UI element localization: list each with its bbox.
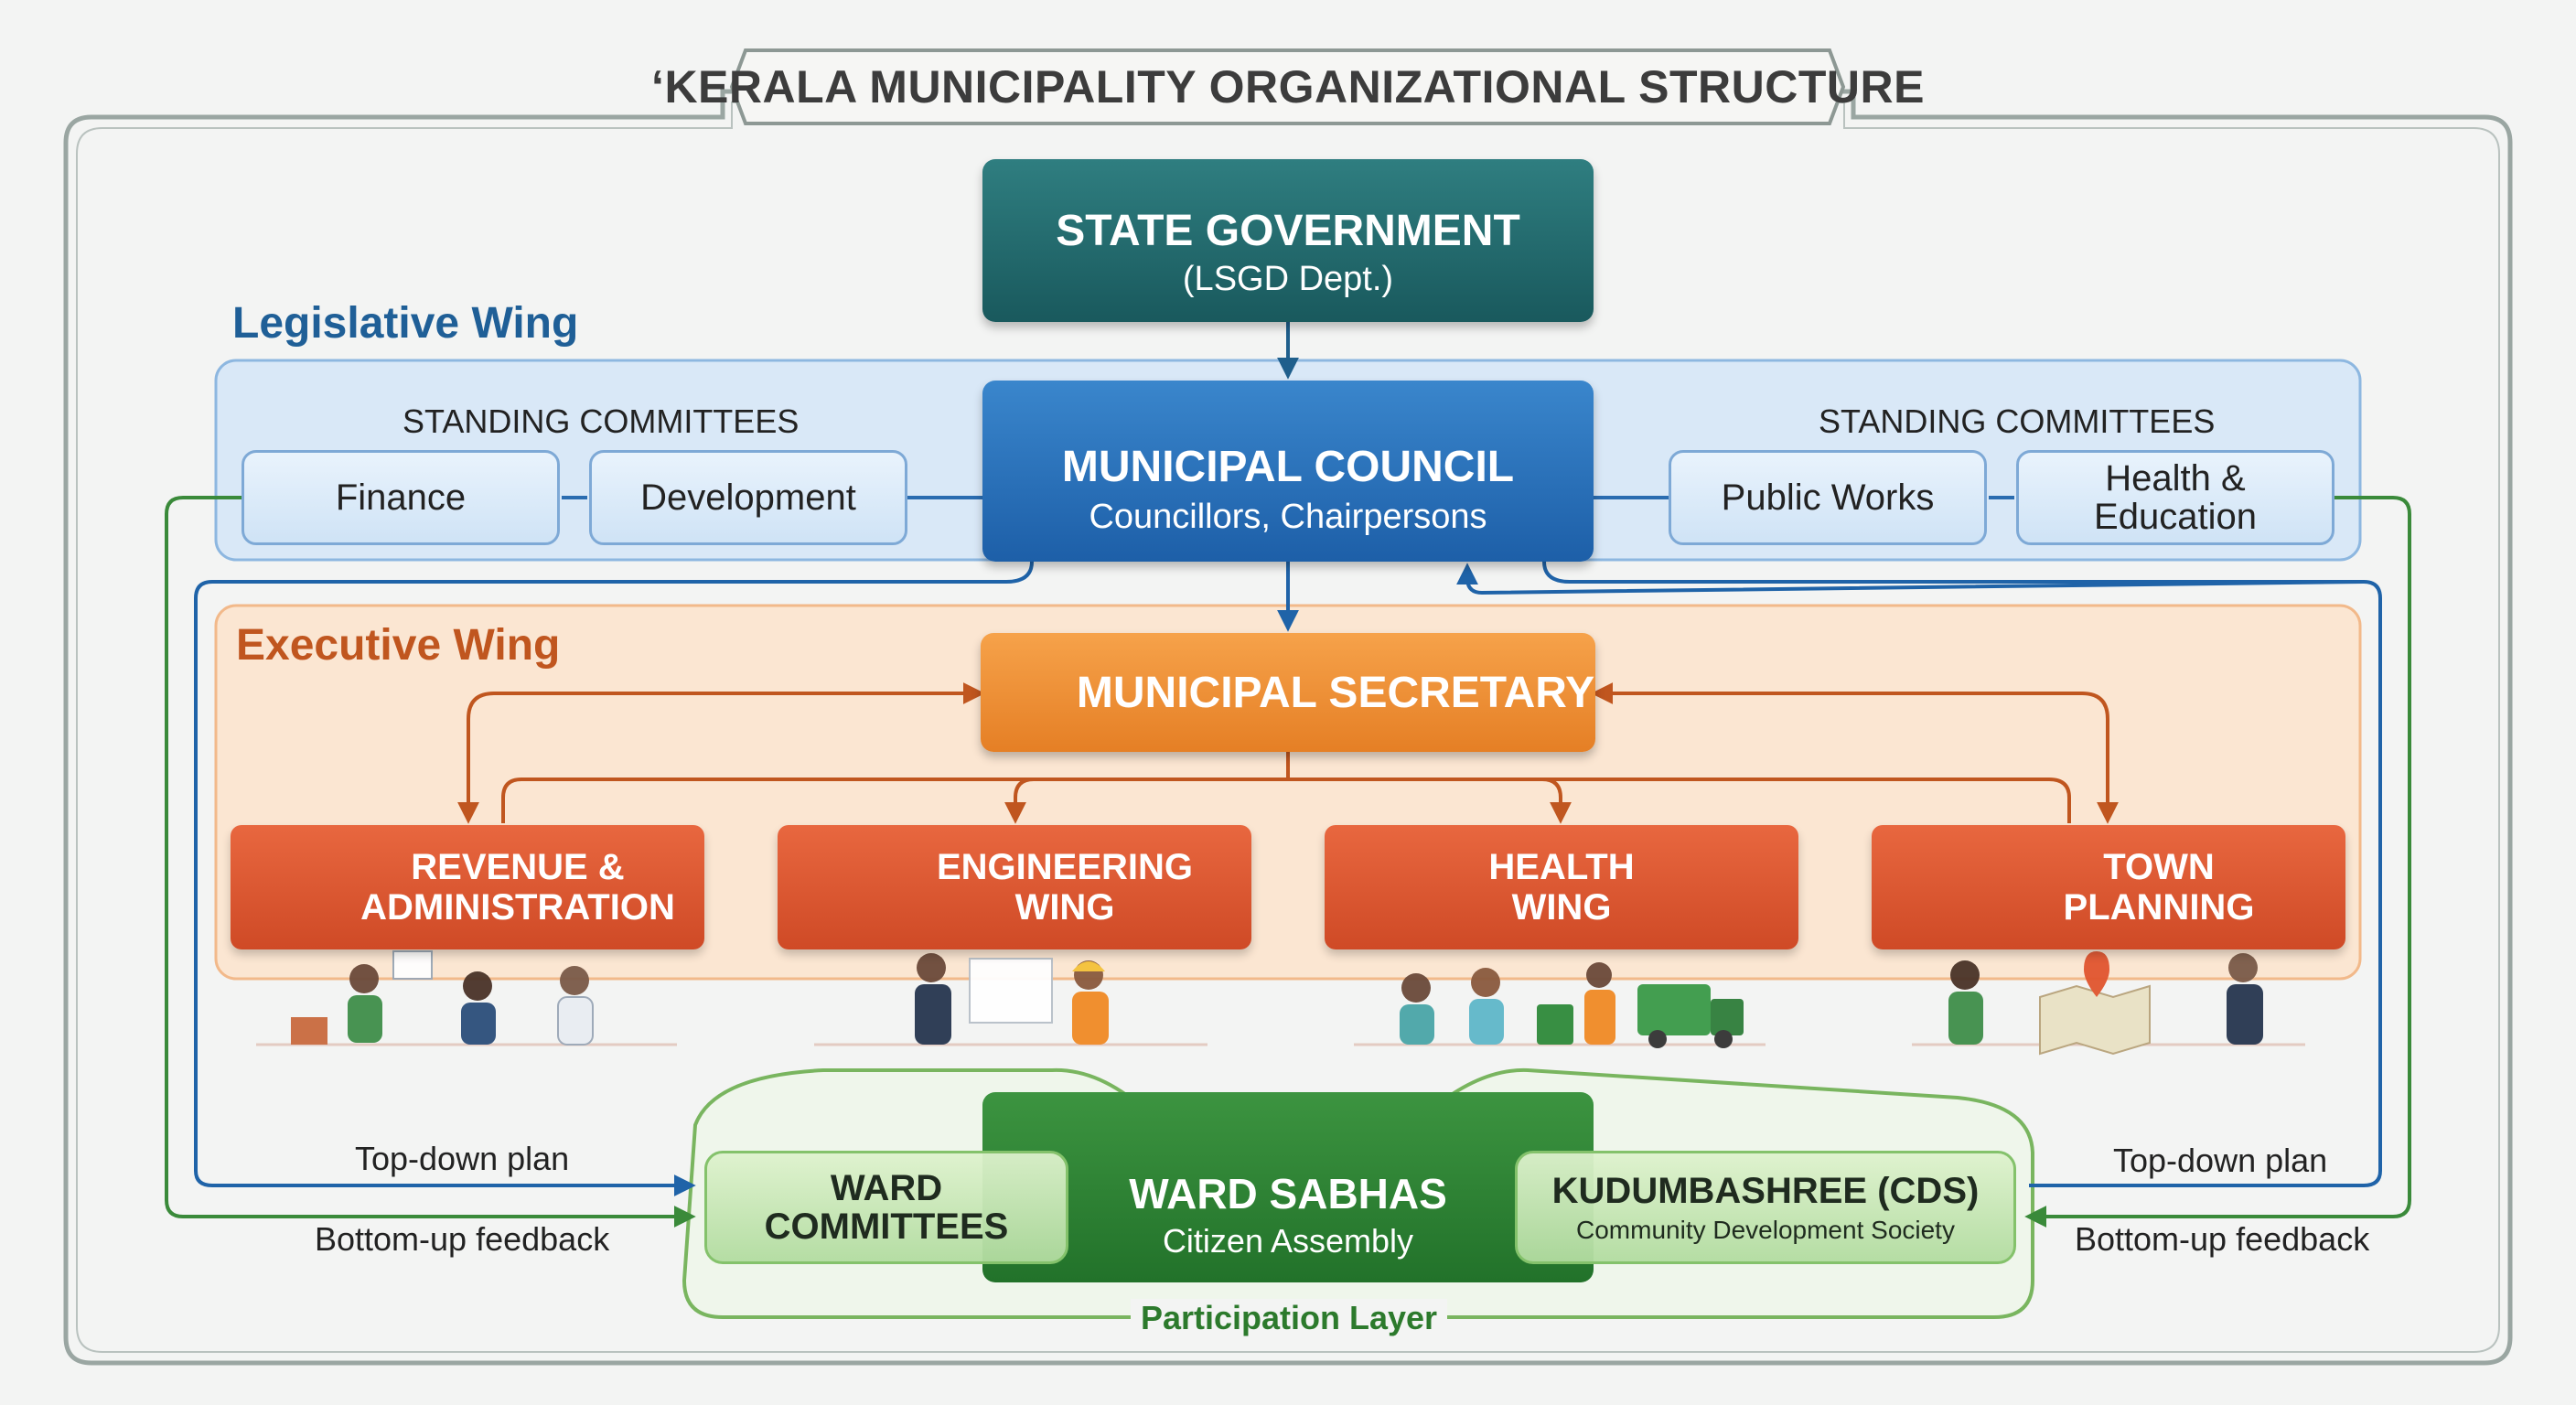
kudumbashree-name: KUDUMBASHREE (CDS) xyxy=(1551,1170,1980,1211)
bottomup-label-right: Bottom-up feedback xyxy=(2075,1220,2370,1258)
topdown-line-right xyxy=(1542,561,2382,1187)
dept-line1: ENGINEERING xyxy=(936,847,1194,887)
dept-line2: PLANNING xyxy=(2063,887,2255,928)
revenue-illustration xyxy=(256,950,677,1046)
municipal-council-name: MUNICIPAL COUNCIL xyxy=(1061,443,1515,491)
municipal-secretary-name: MUNICIPAL SECRETARY xyxy=(1076,668,1595,717)
legislative-wing-title: Legislative Wing xyxy=(232,299,579,348)
ward-sabhas-sub: Citizen Assembly xyxy=(1162,1222,1414,1260)
state-government-name: STATE GOVERNMENT xyxy=(1056,207,1520,255)
ward-committees-line1: WARD xyxy=(830,1168,943,1208)
dept-town-planning: TOWN PLANNING xyxy=(1872,825,2345,949)
bottomup-line-right xyxy=(2024,496,2411,1228)
standing-committees-heading-right: STANDING COMMITTEES xyxy=(1819,402,2216,440)
state-government-dept: (LSGD Dept.) xyxy=(1182,260,1394,298)
topdown-label-right: Top-down plan xyxy=(2113,1142,2328,1179)
bottomup-label-left: Bottom-up feedback xyxy=(315,1220,610,1258)
dept-line2: WING xyxy=(1014,887,1115,928)
committee-health-education: Health & Education xyxy=(2016,450,2334,545)
ward-sabhas-box: WARD SABHAS Citizen Assembly xyxy=(982,1092,1594,1282)
title-plate xyxy=(729,48,1846,125)
committee-label: Health & Education xyxy=(2094,458,2257,537)
committee-finance: Finance xyxy=(242,450,560,545)
executive-wing-title: Executive Wing xyxy=(236,621,561,670)
dept-line1: REVENUE & xyxy=(411,847,625,887)
dept-line1: HEALTH xyxy=(1488,847,1635,887)
municipal-secretary-box: MUNICIPAL SECRETARY xyxy=(981,633,1595,752)
dept-health-wing: HEALTH WING xyxy=(1325,825,1798,949)
health-illustration xyxy=(1354,962,1766,1048)
dept-line2: ADMINISTRATION xyxy=(360,887,675,928)
participation-layer-label: Participation Layer xyxy=(1131,1299,1447,1337)
standing-committees-heading-left: STANDING COMMITTEES xyxy=(402,402,800,440)
committee-label: Development xyxy=(640,477,856,518)
secretary-tree xyxy=(457,682,2119,824)
state-government-box: STATE GOVERNMENT (LSGD Dept.) xyxy=(982,159,1594,322)
committee-public-works: Public Works xyxy=(1669,450,1987,545)
committee-label: Finance xyxy=(335,477,467,518)
committee-label: Public Works xyxy=(1721,477,1935,518)
kudumbashree-sub: Community Development Society xyxy=(1576,1215,1955,1244)
dept-line2: WING xyxy=(1511,887,1612,928)
dept-line1: TOWN xyxy=(2103,847,2215,887)
ward-sabhas-name: WARD SABHAS xyxy=(1129,1170,1447,1217)
kudumbashree-box: KUDUMBASHREE (CDS) Community Development… xyxy=(1515,1151,2016,1264)
committee-development: Development xyxy=(589,450,907,545)
municipal-council-box: MUNICIPAL COUNCIL Councillors, Chairpers… xyxy=(982,381,1594,562)
ward-committees-line2: COMMITTEES xyxy=(764,1207,1009,1247)
outer-frame xyxy=(63,89,2513,1366)
topdown-label-left: Top-down plan xyxy=(355,1140,570,1177)
municipal-council-members: Councillors, Chairpersons xyxy=(1089,498,1487,536)
page-title: ‘KERALA MUNICIPALITY ORGANIZATIONAL STRU… xyxy=(651,61,1925,113)
engineering-illustration xyxy=(814,953,1208,1046)
dept-revenue-administration: REVENUE & ADMINISTRATION xyxy=(231,825,704,949)
topdown-line-left xyxy=(194,561,1034,1196)
dept-engineering-wing: ENGINEERING WING xyxy=(778,825,1251,949)
planning-illustration xyxy=(1912,951,2305,1056)
bottomup-line-left xyxy=(165,496,696,1228)
ward-committees-box: WARD COMMITTEES xyxy=(704,1151,1068,1264)
inner-frame xyxy=(76,102,2500,1353)
